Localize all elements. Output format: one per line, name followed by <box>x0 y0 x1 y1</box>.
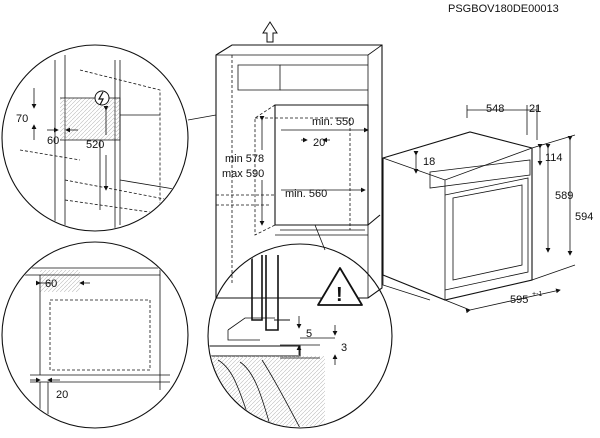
detail-dim-70: 70 <box>16 113 28 125</box>
niche-min-width-label: min. 550 <box>312 116 354 128</box>
warning-glyph: ! <box>336 284 343 306</box>
detail2-dim-20: 20 <box>56 389 68 401</box>
niche-min-depth-label: min. 560 <box>285 188 327 200</box>
electric-hazard-icon <box>94 90 110 106</box>
niche-inner-offset-label: 20 <box>313 137 325 149</box>
niche-dimension-lines <box>259 116 369 226</box>
detail-bottom-left <box>1 241 189 429</box>
detail3-dim-5: 5 <box>306 328 312 340</box>
up-arrow-icon <box>262 21 278 43</box>
oven-drawing <box>382 105 538 301</box>
oven-front-label: 21 <box>529 103 541 115</box>
oven-height-front-label: 589 <box>555 190 573 202</box>
oven-width-label: 595 <box>510 294 528 306</box>
detail-dim-520: 520 <box>86 139 104 151</box>
detail-bottom-center: ! <box>207 243 393 429</box>
warning-triangle-icon: ! <box>317 267 363 306</box>
detail-dim-60: 60 <box>47 135 59 147</box>
document-code: PSGBOV180DE00013 <box>448 3 559 15</box>
oven-dimension-lines <box>413 134 576 314</box>
oven-top-offset-label: 18 <box>423 156 435 168</box>
oven-height-total-label: 594 <box>575 211 593 223</box>
niche-height-min-label: min 578 <box>225 153 264 165</box>
detail-top-left <box>1 44 189 232</box>
detail3-dim-3: 3 <box>341 342 347 354</box>
detail2-dim-60: 60 <box>45 278 57 290</box>
oven-depth-label: 548 <box>486 103 504 115</box>
niche-height-max-label: max 590 <box>222 168 264 180</box>
